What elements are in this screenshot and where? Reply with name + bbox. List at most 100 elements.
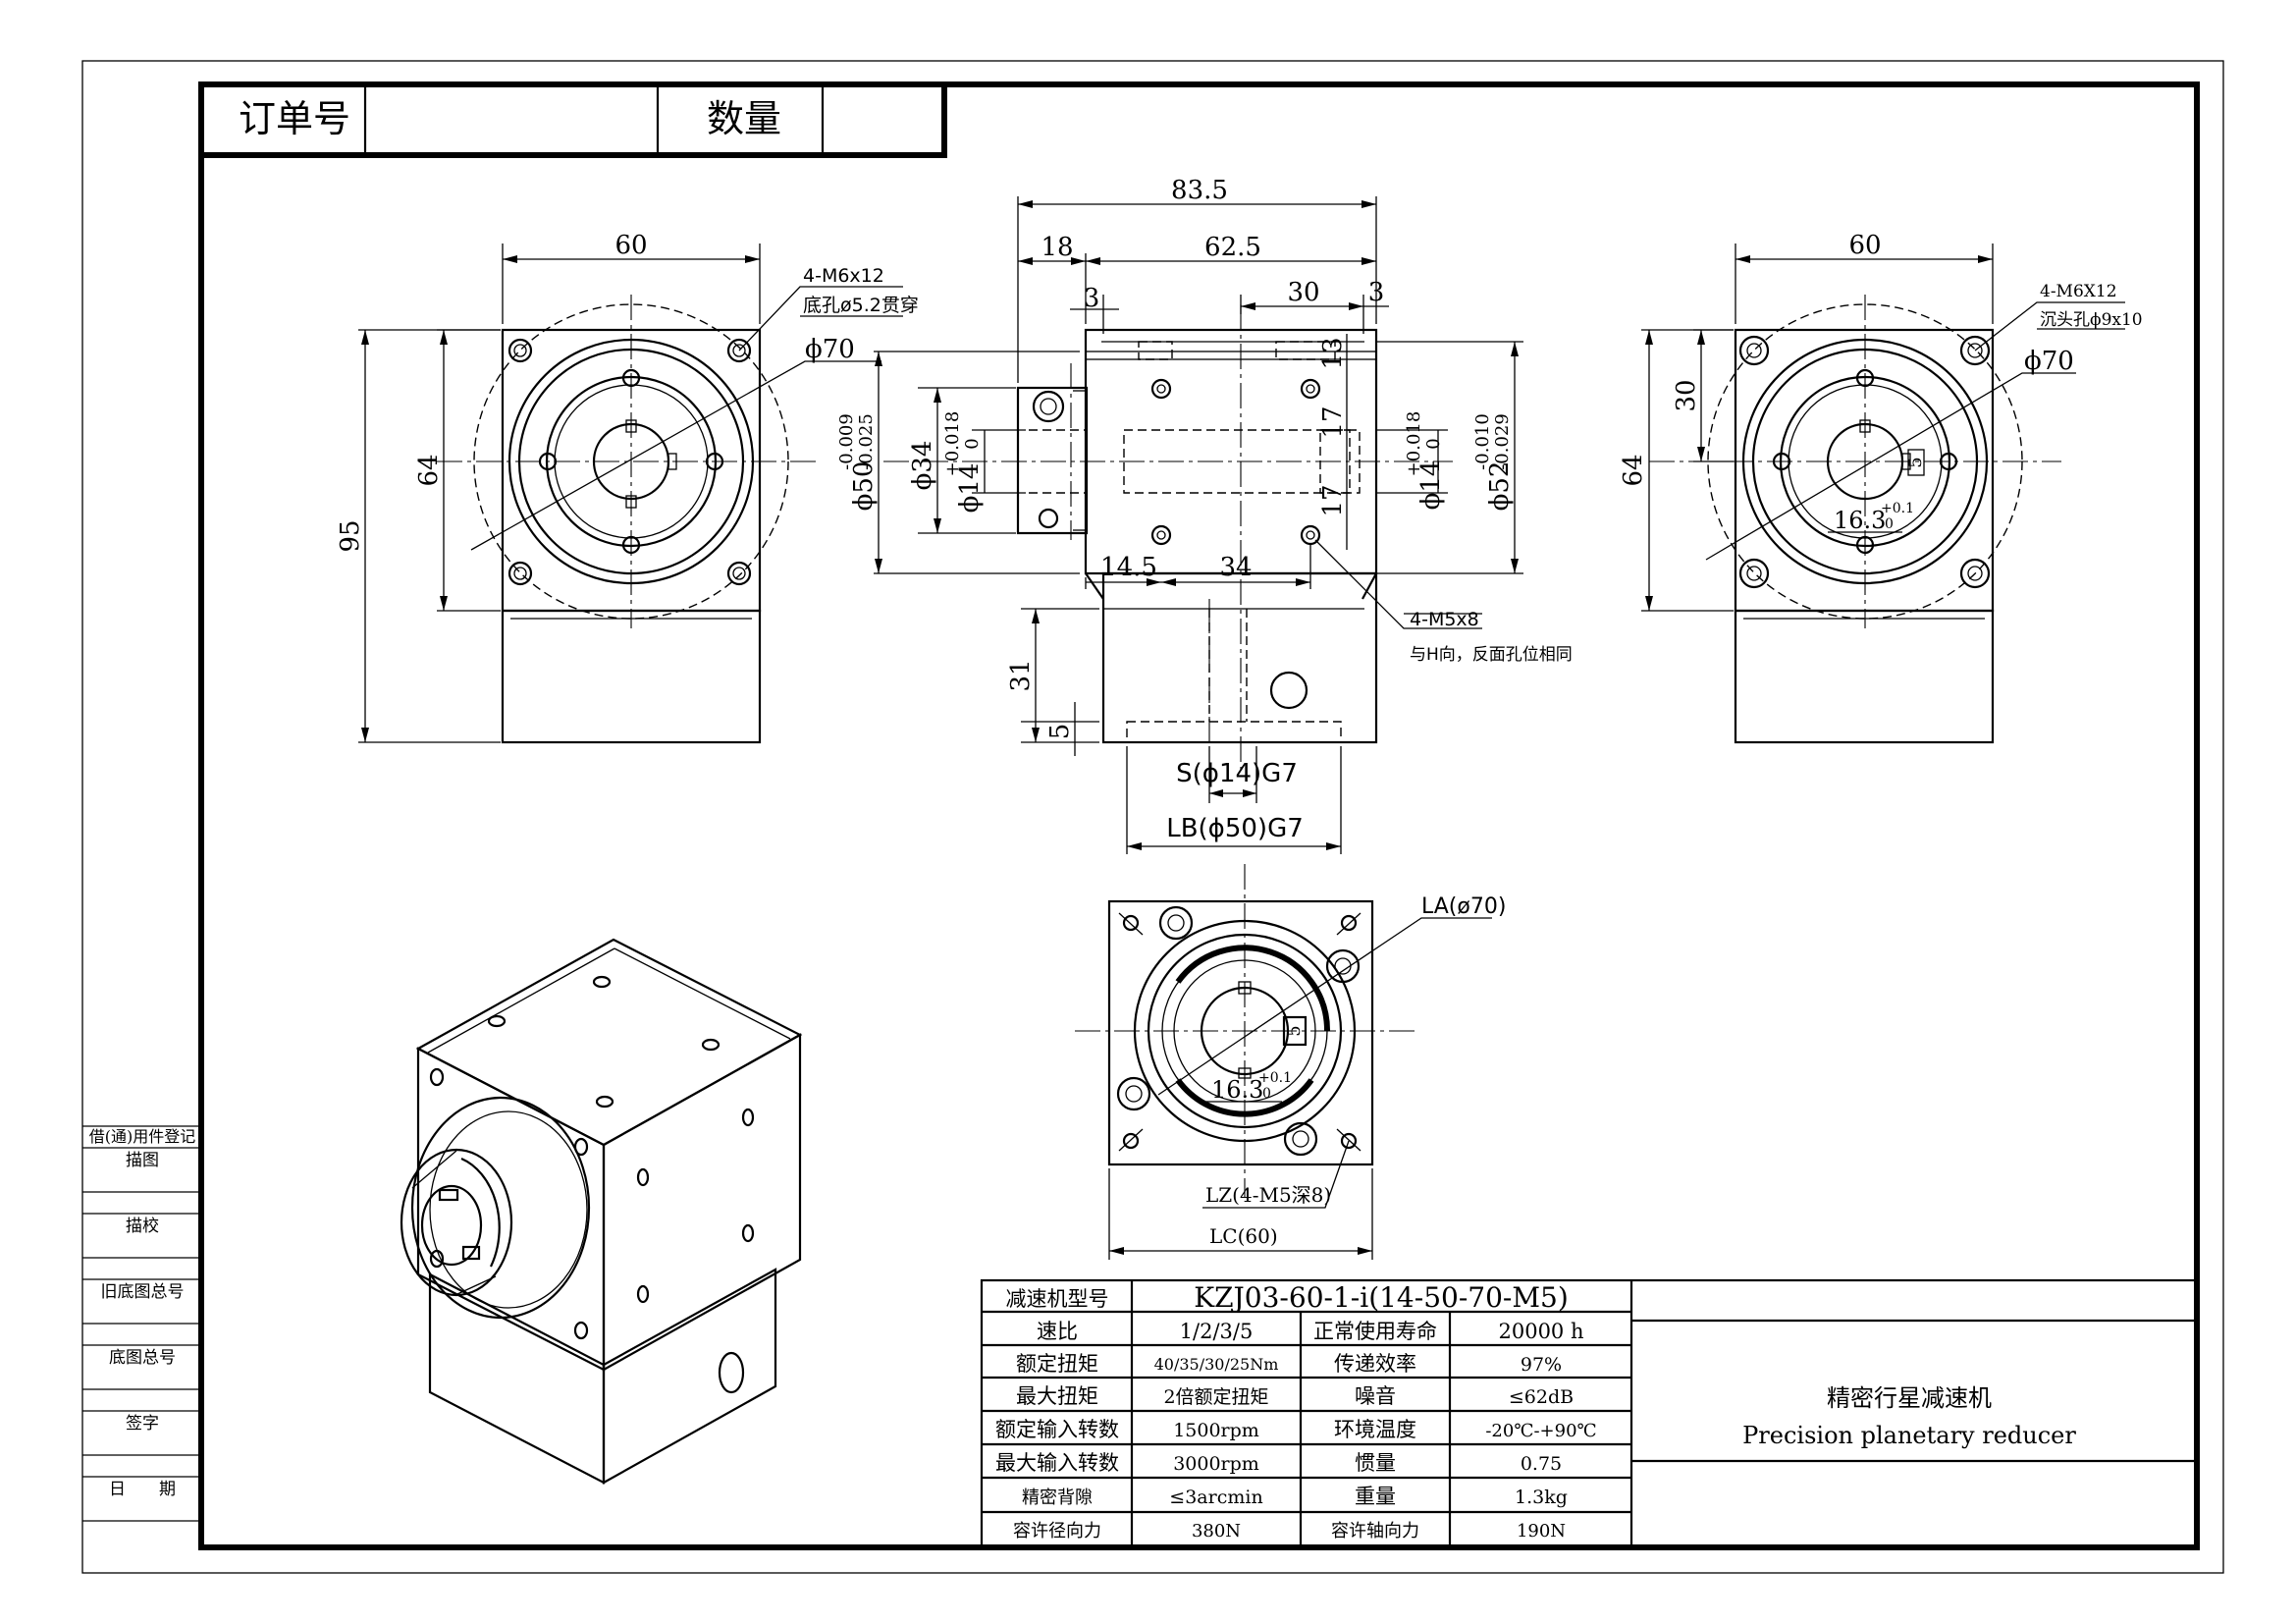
spec-label-weight: 重量 bbox=[1355, 1485, 1396, 1508]
callout-m6-left: 4-M6x12 bbox=[803, 265, 884, 287]
dim-60-left: 60 bbox=[614, 231, 647, 260]
dim-3-b: 3 bbox=[1368, 278, 1385, 307]
dim-13: 13 bbox=[1318, 337, 1348, 369]
side-label-date: 日 期 bbox=[109, 1480, 176, 1499]
dim-3-a: 3 bbox=[1084, 284, 1100, 313]
bottom-view: LA(ø70) 5 16.3 +0.1 0 LZ(4-M5深8) LC(60) bbox=[1075, 864, 1506, 1260]
product-title-cn: 精密行星减速机 bbox=[1827, 1384, 1992, 1412]
product-title-en: Precision planetary reducer bbox=[1742, 1422, 2076, 1449]
spec-table: 减速机型号 KZJ03-60-1-i(14-50-70-M5) 速比 1/2/3… bbox=[980, 1278, 2199, 1549]
callout-m5: 4-M5x8 bbox=[1410, 609, 1479, 630]
dim-phi14-a: ϕ14 bbox=[955, 463, 985, 514]
order-box: 订单号 数量 bbox=[201, 84, 947, 158]
dim-17-b: 17 bbox=[1318, 484, 1348, 516]
spec-label-life: 正常使用寿命 bbox=[1313, 1320, 1437, 1343]
tol-phi50-upper: -0.009 bbox=[836, 413, 857, 470]
spec-value-max-torque: 2倍额定扭矩 bbox=[1163, 1386, 1268, 1408]
dim-lb-g7: LB(ϕ50)G7 bbox=[1166, 814, 1304, 843]
spec-value-backlash: ≤3arcmin bbox=[1169, 1487, 1262, 1508]
side-label-base-no: 底图总号 bbox=[109, 1348, 176, 1368]
spec-value-inertia: 0.75 bbox=[1521, 1453, 1562, 1475]
side-register: 借(通)用件登记 描图 描校 旧底图总号 底图总号 签字 日 期 bbox=[82, 1125, 201, 1522]
spec-value-max-speed: 3000rpm bbox=[1173, 1453, 1259, 1475]
spec-value-torque: 40/35/30/25Nm bbox=[1154, 1355, 1279, 1374]
left-view: 60 64 95 4-M6x12 底孔ø5.2贯穿 ϕ70 bbox=[336, 231, 919, 744]
dim-60-right: 60 bbox=[1848, 231, 1881, 260]
tol-bore-right-lower: 0 bbox=[1885, 516, 1894, 532]
callout-m5-note: 与H向，反面孔位相同 bbox=[1410, 645, 1573, 665]
dim-31: 31 bbox=[1006, 659, 1036, 691]
dim-phi52: ϕ52 bbox=[1485, 461, 1515, 512]
dim-145: 14.5 bbox=[1100, 553, 1157, 582]
spec-label-radial: 容许径向力 bbox=[1013, 1521, 1101, 1542]
tol-phi14b-upper: +0.018 bbox=[1404, 411, 1424, 477]
spec-label-temp: 环境温度 bbox=[1334, 1418, 1416, 1441]
dim-phi14-b: ϕ14 bbox=[1416, 460, 1446, 511]
dim-5: 5 bbox=[1045, 724, 1075, 740]
tol-phi52-upper: -0.010 bbox=[1472, 413, 1493, 470]
callout-counterbore-right: 沉头孔ϕ9x10 bbox=[2040, 310, 2143, 330]
callout-la: LA(ø70) bbox=[1421, 894, 1506, 919]
dim-64-left: 64 bbox=[414, 454, 444, 486]
callout-lc: LC(60) bbox=[1209, 1224, 1278, 1248]
spec-value-model: KZJ03-60-1-i(14-50-70-M5) bbox=[1194, 1281, 1569, 1314]
outer-border bbox=[81, 60, 2224, 1574]
side-label-register: 借(通)用件登记 bbox=[89, 1127, 196, 1146]
dim-s-g7: S(ϕ14)G7 bbox=[1176, 759, 1298, 788]
spec-label-efficiency: 传递效率 bbox=[1334, 1352, 1416, 1376]
dim-18: 18 bbox=[1041, 233, 1073, 262]
tol-phi14a-upper: +0.018 bbox=[942, 411, 963, 477]
side-label-old-no: 旧底图总号 bbox=[101, 1282, 185, 1302]
dim-835: 83.5 bbox=[1171, 176, 1228, 205]
spec-value-temp: -20℃-+90℃ bbox=[1485, 1421, 1596, 1441]
order-label: 订单号 bbox=[239, 97, 350, 140]
spec-label-ratio: 速比 bbox=[1037, 1320, 1078, 1343]
dim-key-right: 5 bbox=[1905, 457, 1926, 467]
spec-value-rated-speed: 1500rpm bbox=[1173, 1420, 1259, 1441]
spec-label-inertia: 惯量 bbox=[1355, 1451, 1396, 1475]
dim-phi34: ϕ34 bbox=[908, 441, 937, 491]
callout-phi70-right: ϕ70 bbox=[2024, 347, 2074, 376]
dim-phi50: ϕ50 bbox=[849, 461, 879, 512]
isometric-view bbox=[400, 938, 803, 1485]
front-view: 83.5 18 62.5 3 30 3 13 17 17 ϕ34 ϕ5 bbox=[836, 176, 1573, 854]
tol-phi14a-lower: 0 bbox=[962, 438, 983, 449]
spec-label-max-speed: 最大输入转数 bbox=[995, 1451, 1119, 1475]
callout-phi70-left: ϕ70 bbox=[805, 335, 855, 364]
tol-phi14b-lower: 0 bbox=[1423, 438, 1444, 449]
dim-30-front: 30 bbox=[1287, 278, 1319, 307]
spec-value-axial: 190N bbox=[1517, 1521, 1566, 1542]
dim-625: 62.5 bbox=[1204, 233, 1261, 262]
dim-bore-bottom: 16.3 bbox=[1211, 1076, 1263, 1104]
spec-label-rated-speed: 额定输入转数 bbox=[995, 1418, 1119, 1441]
right-view: 60 30 64 4-M6X12 沉头孔ϕ9x10 ϕ70 5 16.3 +0.… bbox=[1619, 231, 2143, 744]
spec-label-axial: 容许轴向力 bbox=[1331, 1521, 1419, 1542]
tol-phi52-lower: -0.029 bbox=[1492, 413, 1513, 470]
spec-value-radial: 380N bbox=[1192, 1521, 1241, 1542]
callout-m6-right: 4-M6X12 bbox=[2040, 282, 2117, 301]
dim-17-a: 17 bbox=[1318, 406, 1348, 438]
qty-label: 数量 bbox=[707, 97, 781, 140]
tol-bore-right-upper: +0.1 bbox=[1881, 501, 1914, 516]
callout-lz: LZ(4-M5深8) bbox=[1205, 1183, 1331, 1207]
spec-value-efficiency: 97% bbox=[1521, 1354, 1562, 1376]
spec-value-ratio: 1/2/3/5 bbox=[1180, 1320, 1254, 1343]
spec-label-torque: 额定扭矩 bbox=[1016, 1352, 1098, 1376]
tol-bore-bottom-lower: 0 bbox=[1262, 1086, 1271, 1102]
dim-bore-right: 16.3 bbox=[1834, 507, 1886, 534]
dim-95-left: 95 bbox=[336, 519, 365, 552]
spec-label-noise: 噪音 bbox=[1355, 1384, 1396, 1408]
side-label-sign: 签字 bbox=[126, 1414, 159, 1434]
dim-34: 34 bbox=[1219, 553, 1252, 582]
spec-label-max-torque: 最大扭矩 bbox=[1016, 1384, 1098, 1408]
dim-key-bottom: 5 bbox=[1284, 1025, 1305, 1036]
spec-label-model: 减速机型号 bbox=[1006, 1287, 1109, 1311]
spec-label-backlash: 精密背隙 bbox=[1022, 1488, 1093, 1508]
side-label-check: 描校 bbox=[126, 1217, 159, 1236]
dim-30-right: 30 bbox=[1672, 379, 1701, 411]
callout-hole-left: 底孔ø5.2贯穿 bbox=[803, 295, 919, 316]
tol-phi50-lower: -0.025 bbox=[856, 413, 877, 470]
side-label-tracing: 描图 bbox=[126, 1151, 159, 1170]
spec-value-weight: 1.3kg bbox=[1515, 1487, 1568, 1508]
